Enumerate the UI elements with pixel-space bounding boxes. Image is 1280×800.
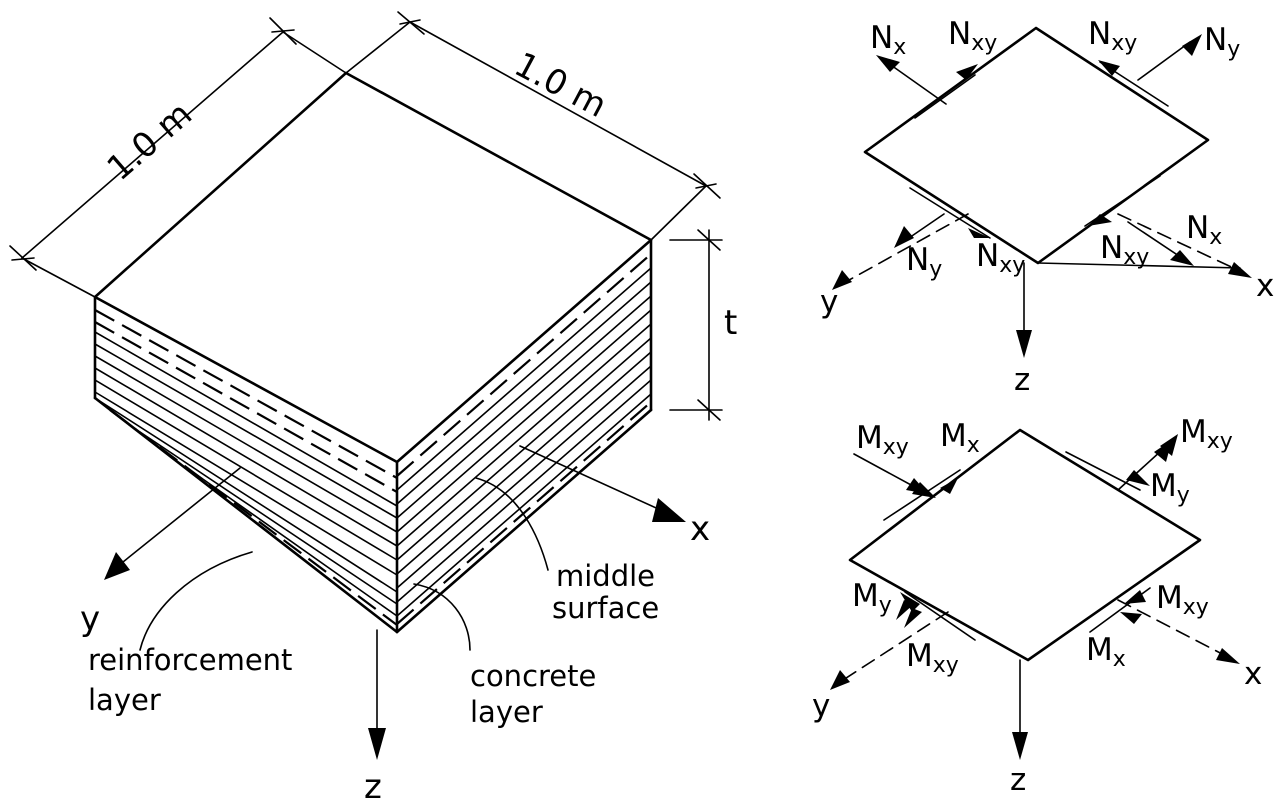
- dimension-thickness: t: [669, 229, 737, 421]
- dimension-right: 1.0 m: [345, 11, 721, 241]
- dimension-left-label: 1.0 m: [100, 94, 200, 188]
- membrane-x-label: x: [1256, 268, 1274, 304]
- block-z-label: z: [364, 767, 382, 800]
- membrane-forces-diagram: x y z Nx Nxy Nxy Ny Ny Nxy Nxy Nx: [820, 16, 1274, 398]
- block-x-label: x: [690, 509, 710, 549]
- shell-element-block: [93, 71, 653, 634]
- reinforcement-layer-line-bottom: [109, 409, 398, 626]
- moment-diagram: x y z Mxy Mx Mxy My My Mxy Mxy Mx: [812, 414, 1262, 798]
- block-x-axis: x: [519, 445, 710, 549]
- dimension-left: 1.0 m: [9, 17, 347, 298]
- reinforcement-layer-label-line2: layer: [88, 683, 161, 717]
- label-Nxy-top-right: Nxy: [1088, 16, 1137, 56]
- middle-surface-label-line2: surface: [552, 591, 659, 625]
- label-Nxy-top-left: Nxy: [948, 16, 997, 56]
- block-y-axis: y: [80, 467, 241, 639]
- label-Ny-bottom: Ny: [906, 242, 942, 282]
- middle-surface-label-line1: middle: [556, 559, 655, 593]
- membrane-z-label: z: [1014, 362, 1030, 398]
- moment-element: [848, 428, 1202, 662]
- concrete-layer-callout: concrete layer: [413, 583, 596, 729]
- reinforcement-layer-label-line1: reinforcement: [88, 643, 292, 677]
- label-Nx-bottom: Nx: [1186, 210, 1222, 250]
- moment-z-label: z: [1010, 762, 1026, 798]
- reinforcement-layer-line-top: [94, 309, 398, 479]
- block-y-label: y: [80, 599, 100, 639]
- bottom-right-edge: [395, 408, 653, 634]
- label-Nxy-bottom-left: Nxy: [976, 238, 1025, 278]
- membrane-y-label: y: [820, 284, 838, 320]
- membrane-element: [863, 26, 1210, 265]
- label-Ny-top: Ny: [1204, 22, 1240, 62]
- label-My-top-right: My: [1150, 468, 1190, 508]
- label-Mx-top: Mx: [940, 418, 980, 458]
- label-Mxy-top-right: Mxy: [1180, 414, 1233, 454]
- label-Mxy-bottom-left: Mxy: [906, 638, 959, 678]
- left-face-layers: [94, 309, 398, 626]
- right-face-layers: [396, 253, 652, 625]
- label-Nx-top: Nx: [870, 20, 906, 60]
- concrete-layer-label-line2: layer: [470, 695, 543, 729]
- thickness-label: t: [724, 303, 737, 343]
- concrete-layer-label-line1: concrete: [470, 659, 596, 693]
- label-My-bottom-left: My: [852, 578, 892, 618]
- moment-x-label: x: [1244, 656, 1262, 692]
- dimension-right-label: 1.0 m: [508, 45, 613, 126]
- label-Mxy-top-left: Mxy: [856, 420, 909, 460]
- label-Nxy-bottom-right: Nxy: [1100, 230, 1149, 270]
- label-Mxy-bottom-right: Mxy: [1156, 580, 1209, 620]
- block-z-axis: z: [364, 629, 386, 800]
- moment-y-label: y: [812, 688, 830, 724]
- reinforcement-layer-callout: reinforcement layer: [88, 551, 292, 717]
- label-Mx-bottom-right: Mx: [1086, 632, 1126, 672]
- middle-surface-callout: middle surface: [475, 477, 659, 625]
